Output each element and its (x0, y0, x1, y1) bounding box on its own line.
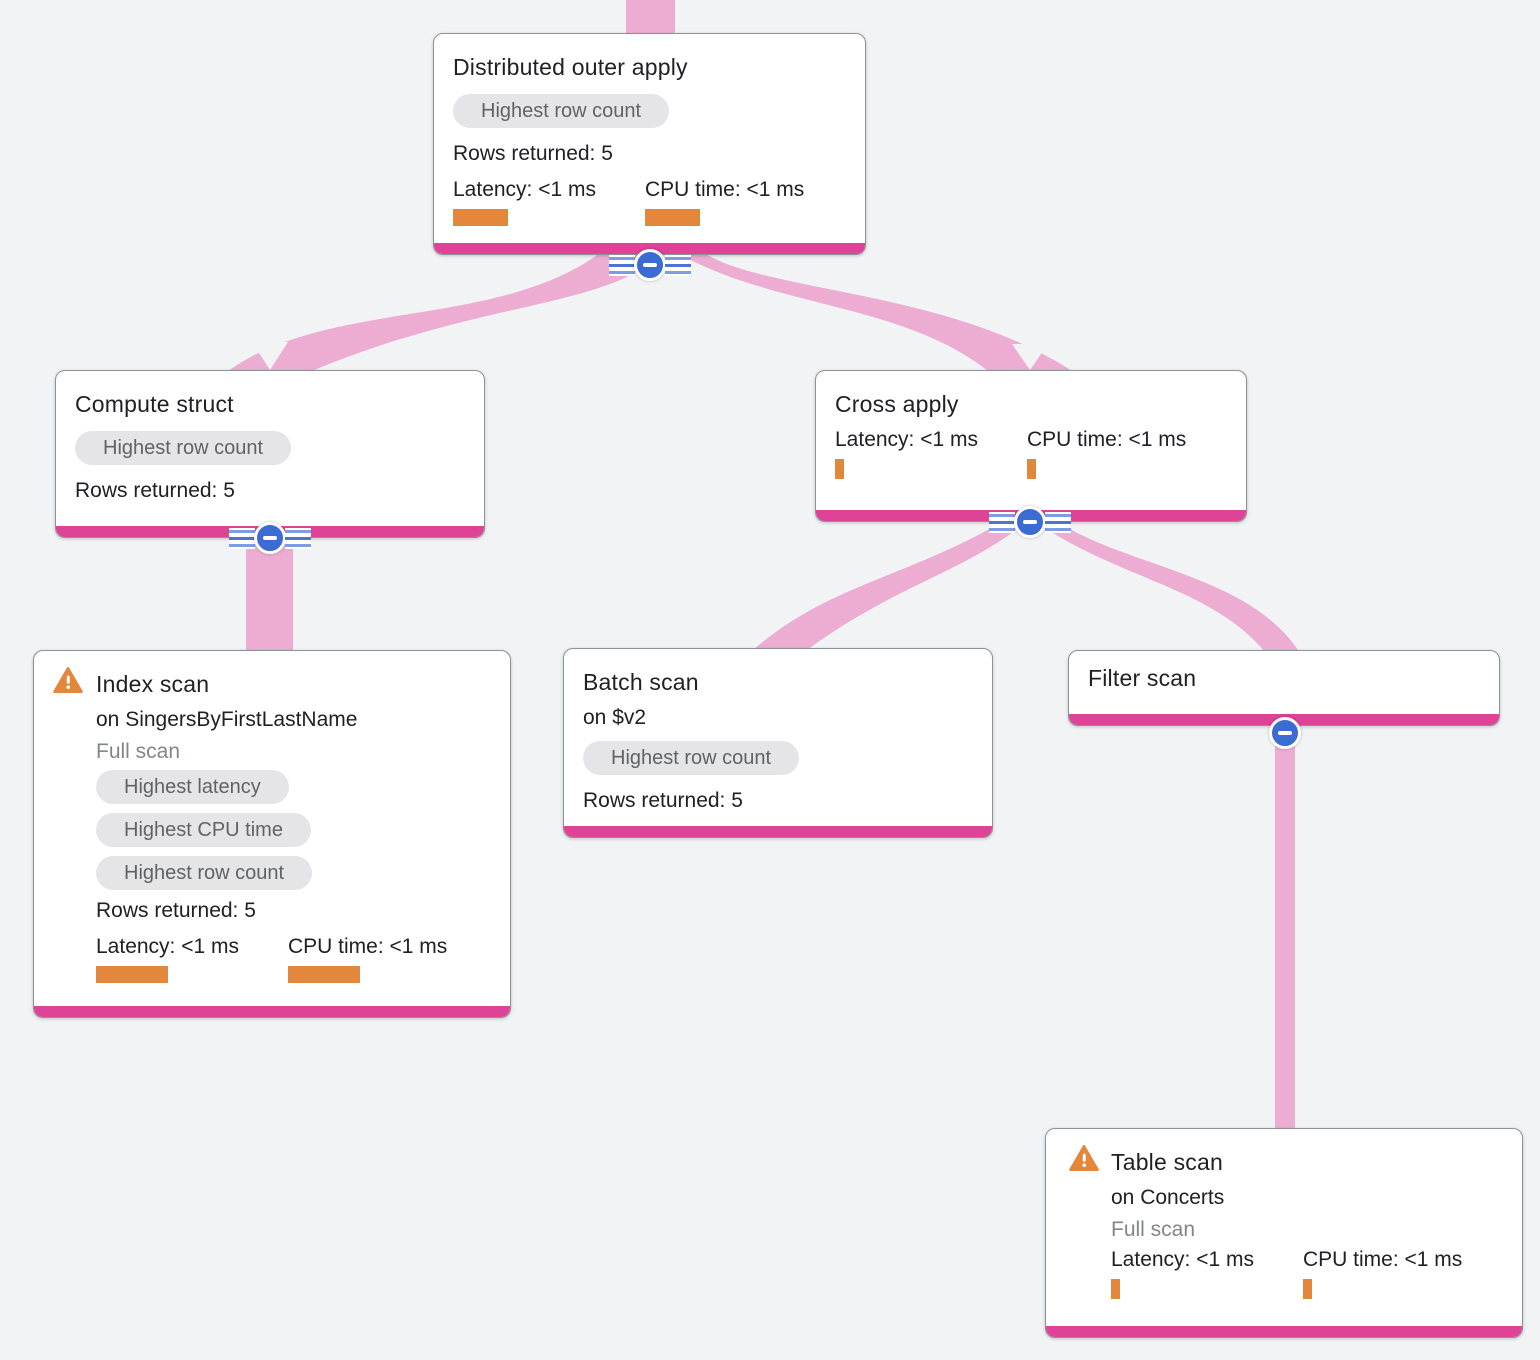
node-title: Filter scan (1088, 665, 1197, 691)
node-title: Index scan (96, 671, 210, 697)
collapse-stripes (1045, 511, 1071, 533)
latency-bar (835, 459, 844, 479)
node-target-label: on $v2 (583, 706, 647, 729)
collapse-minus-icon (254, 522, 286, 554)
edge-cross-apply-to-filter-scan (1036, 522, 1300, 653)
collapse-button-cross-apply[interactable] (989, 506, 1071, 538)
node-title: Batch scan (583, 669, 699, 695)
node-target-label: on Concerts (1111, 1186, 1225, 1209)
cpu-time-bar (1303, 1279, 1312, 1299)
latency-bar (1111, 1279, 1120, 1299)
plan-node-index-scan[interactable]: Index scan on SingersByFirstLastName Ful… (33, 650, 511, 1018)
collapse-minus-icon (1269, 717, 1301, 749)
edge-notch (1012, 344, 1048, 370)
node-title: Compute struct (75, 391, 234, 417)
collapse-button-compute-struct[interactable] (229, 522, 311, 554)
latency-label: Latency: <1 ms (1111, 1248, 1254, 1271)
edge-distributed-to-compute-struct (228, 250, 666, 371)
plan-node-table-scan[interactable]: Table scan on Concerts Full scan Latency… (1045, 1128, 1523, 1338)
edge-notch (252, 342, 288, 370)
collapse-stripes (229, 527, 255, 549)
badge-highest-row-count: Highest row count (453, 94, 670, 128)
scan-type-label: Full scan (96, 740, 181, 763)
collapse-button-distributed-outer-apply[interactable] (609, 249, 691, 281)
edge-distributed-to-cross-apply (672, 250, 1072, 371)
node-footer-bar (34, 1006, 510, 1017)
collapse-minus-icon (634, 249, 666, 281)
badge-highest-row-count: Highest row count (75, 431, 292, 465)
warning-icon (1069, 1145, 1099, 1171)
collapse-minus-icon (1014, 506, 1046, 538)
rows-returned-label: Rows returned: 5 (453, 142, 613, 165)
plan-node-filter-scan[interactable]: Filter scan (1068, 650, 1500, 726)
warning-icon (53, 667, 83, 693)
cpu-time-label: CPU time: <1 ms (288, 935, 448, 958)
cpu-time-label: CPU time: <1 ms (645, 178, 805, 201)
cpu-time-label: CPU time: <1 ms (1027, 428, 1187, 451)
edge-filter-scan-to-table-scan (1275, 724, 1295, 1132)
edge-compute-struct-to-index-scan (246, 536, 293, 655)
node-target-label: on SingersByFirstLastName (96, 708, 358, 731)
plan-node-cross-apply[interactable]: Cross apply Latency: <1 ms CPU time: <1 … (815, 370, 1247, 522)
cpu-time-label: CPU time: <1 ms (1303, 1248, 1463, 1271)
collapse-stripes (989, 511, 1015, 533)
badge-highest-row-count: Highest row count (583, 741, 800, 775)
badge-highest-latency: Highest latency (96, 770, 289, 804)
node-title: Table scan (1111, 1149, 1223, 1175)
node-footer-bar (564, 826, 992, 837)
latency-label: Latency: <1 ms (835, 428, 978, 451)
node-footer-bar (1046, 1326, 1522, 1337)
cpu-time-bar (645, 209, 700, 226)
collapse-button-filter-scan[interactable] (1269, 717, 1301, 749)
rows-returned-label: Rows returned: 5 (96, 899, 256, 922)
rows-returned-label: Rows returned: 5 (583, 789, 743, 812)
collapse-stripes (285, 527, 311, 549)
badge-highest-row-count: Highest row count (96, 856, 313, 890)
cpu-time-bar (288, 966, 360, 983)
node-title: Cross apply (835, 391, 959, 417)
plan-node-distributed-outer-apply[interactable]: Distributed outer apply Highest row coun… (433, 33, 866, 255)
collapse-stripes (665, 254, 691, 276)
plan-node-batch-scan[interactable]: Batch scan on $v2 Highest row count Rows… (563, 648, 993, 838)
badge-highest-cpu-time: Highest CPU time (96, 813, 311, 847)
edge-parent-to-distributed-outer-apply (626, 0, 675, 40)
scan-type-label: Full scan (1111, 1218, 1196, 1241)
rows-returned-label: Rows returned: 5 (75, 479, 235, 502)
latency-bar (453, 209, 508, 226)
node-footer-bar (434, 243, 865, 254)
latency-label: Latency: <1 ms (453, 178, 596, 201)
edge-cross-apply-to-batch-scan (753, 522, 1026, 650)
latency-label: Latency: <1 ms (96, 935, 239, 958)
node-title: Distributed outer apply (453, 54, 688, 80)
plan-node-compute-struct[interactable]: Compute struct Highest row count Rows re… (55, 370, 485, 538)
collapse-stripes (609, 254, 635, 276)
latency-bar (96, 966, 168, 983)
cpu-time-bar (1027, 459, 1036, 479)
